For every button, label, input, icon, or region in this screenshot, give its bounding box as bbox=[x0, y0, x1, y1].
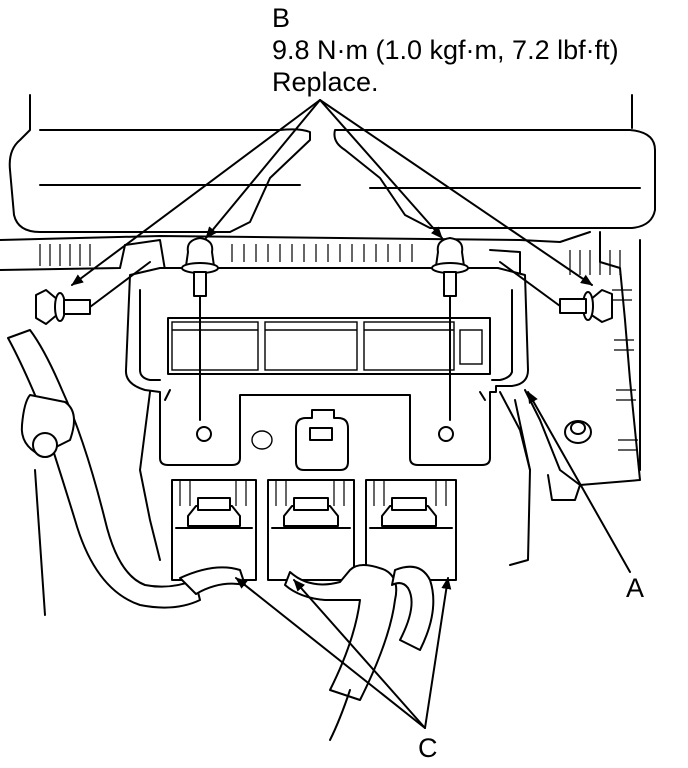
upper-trim-left bbox=[8, 94, 311, 233]
bolt-side-left bbox=[35, 261, 151, 325]
callout-b-label: B bbox=[272, 3, 291, 33]
lower-housing bbox=[139, 391, 531, 566]
cross-member bbox=[0, 231, 621, 276]
leader-line-a bbox=[527, 391, 631, 573]
connector-1 bbox=[171, 479, 257, 581]
torque-spec-label: 9.8 N·m (1.0 kgf·m, 7.2 lbf·ft) bbox=[272, 35, 619, 65]
connector-3 bbox=[365, 479, 457, 581]
bolt-top-left bbox=[181, 237, 219, 421]
leader-lines-b bbox=[71, 99, 593, 286]
bolt-top-right bbox=[431, 237, 469, 421]
callout-c-label: C bbox=[418, 733, 438, 763]
bolt-side-right bbox=[499, 261, 613, 323]
right-body-panel bbox=[524, 231, 641, 501]
connector-2 bbox=[267, 479, 355, 581]
leader-lines-c bbox=[235, 577, 452, 729]
replace-note-label: Replace. bbox=[272, 67, 379, 97]
ecm-unit bbox=[167, 317, 491, 375]
wire-harness bbox=[7, 329, 435, 741]
upper-trim-right bbox=[333, 94, 656, 229]
callout-a-label: A bbox=[626, 573, 645, 603]
